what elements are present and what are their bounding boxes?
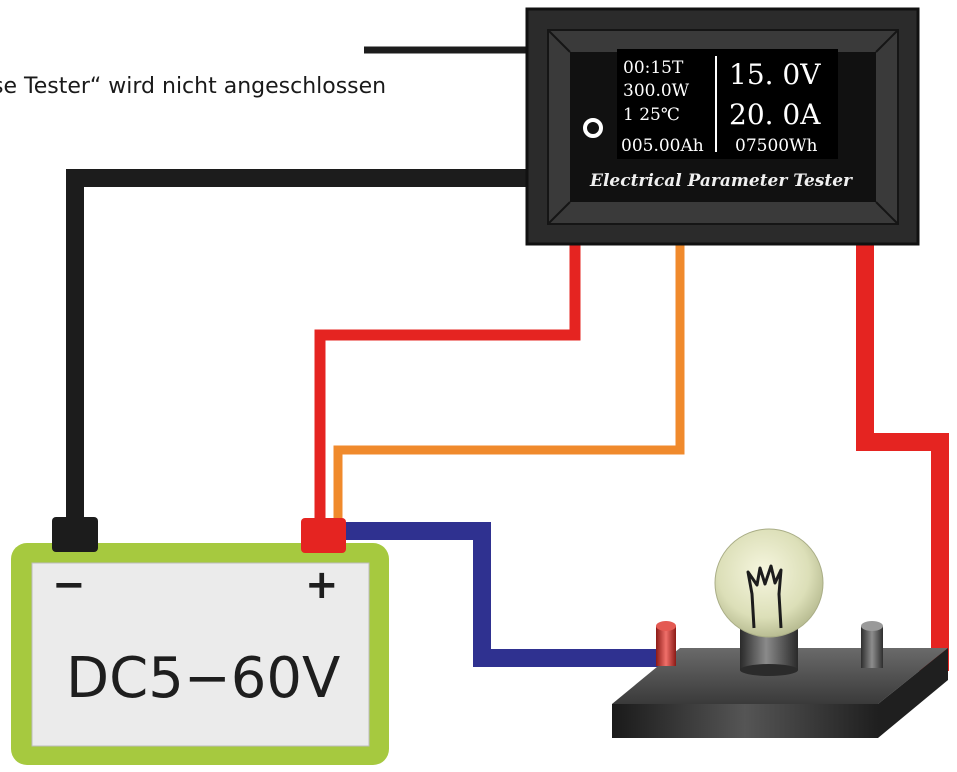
battery-negative-terminal bbox=[52, 517, 98, 552]
battery-face bbox=[31, 562, 370, 747]
lamp bbox=[612, 528, 948, 738]
wire-red-load bbox=[856, 240, 949, 671]
battery-voltage-label: DC5−60V bbox=[66, 646, 340, 711]
lcd-temperature: 1 25℃ bbox=[623, 105, 680, 125]
wire-blue-load bbox=[338, 522, 660, 667]
lcd-current: 20. 0A bbox=[729, 98, 821, 131]
lcd-screen bbox=[617, 49, 838, 159]
battery: − + DC5−60V bbox=[11, 517, 389, 765]
lamp-filament bbox=[746, 564, 783, 629]
lcd-energy: 07500Wh bbox=[735, 136, 818, 156]
lcd-voltage: 15. 0V bbox=[729, 58, 821, 91]
wire-orange-sense bbox=[333, 240, 685, 530]
lamp-terminal-red bbox=[656, 626, 676, 666]
wire-black-negative bbox=[66, 169, 540, 530]
lamp-terminal-grey bbox=[861, 626, 883, 668]
tester-button bbox=[583, 118, 603, 138]
tester-brand-label: Electrical Parameter Tester bbox=[589, 171, 853, 191]
lamp-base-side bbox=[878, 648, 948, 738]
battery-minus-sign: − bbox=[52, 562, 86, 608]
lamp-bulb bbox=[714, 528, 824, 638]
lamp-base-front bbox=[612, 704, 878, 738]
lcd-time: 00:15T bbox=[623, 58, 684, 78]
wire-red-positive bbox=[314, 240, 581, 530]
battery-positive-terminal bbox=[301, 518, 346, 553]
note-text: se Tester“ wird nicht angeschlossen bbox=[0, 74, 387, 99]
parameter-tester: 00:15T 300.0W 1 25℃ 005.00Ah 07500Wh 15.… bbox=[525, 7, 920, 246]
battery-plus-sign: + bbox=[305, 562, 339, 608]
lcd-power: 300.0W bbox=[623, 81, 690, 101]
lcd-capacity: 005.00Ah bbox=[621, 136, 704, 156]
